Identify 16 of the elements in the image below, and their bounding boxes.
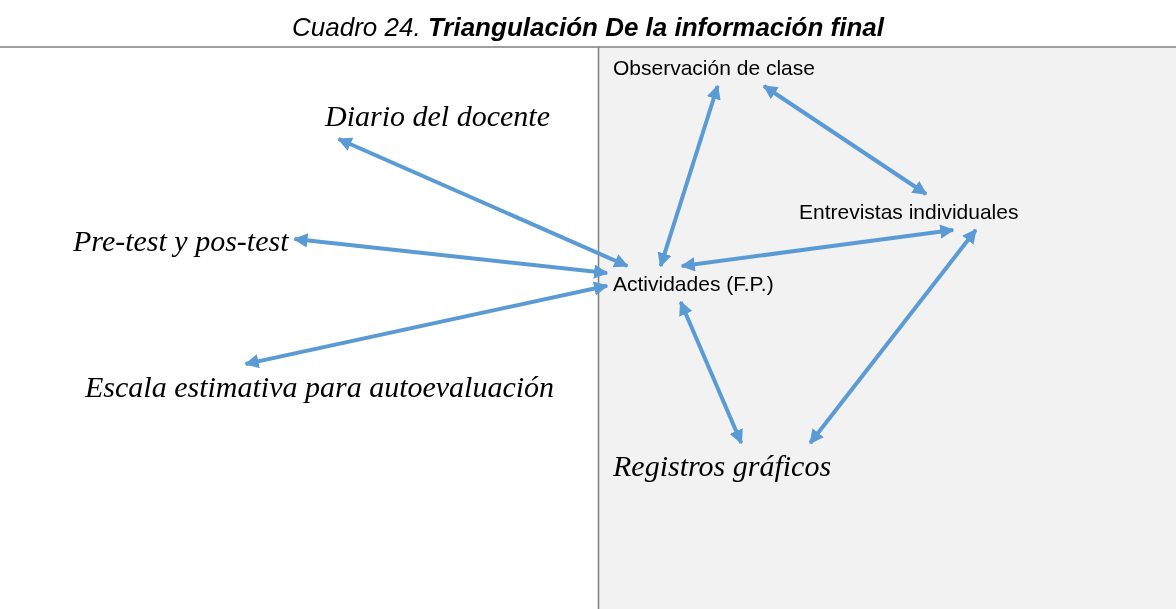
node-label: Pre-test y pos-test [73, 224, 289, 257]
arrow [657, 84, 721, 268]
node-label: Entrevistas individuales [799, 200, 1019, 223]
arrow [244, 281, 609, 369]
arrow [762, 84, 928, 196]
arrow [293, 233, 609, 279]
title: Cuadro 24. Triangulación De la información final [291, 12, 886, 43]
node-label: Registros gráficos [613, 449, 832, 482]
node-label: Diario del docente [325, 99, 550, 132]
node-label: Escala estimativa para autoevaluación [85, 370, 555, 403]
arrow [337, 137, 629, 268]
arrow [808, 228, 978, 445]
node-label: Observación de clase [613, 56, 815, 79]
arrow [680, 224, 955, 272]
node-label: Actividades (F.P.) [613, 272, 774, 295]
arrow [678, 300, 744, 445]
